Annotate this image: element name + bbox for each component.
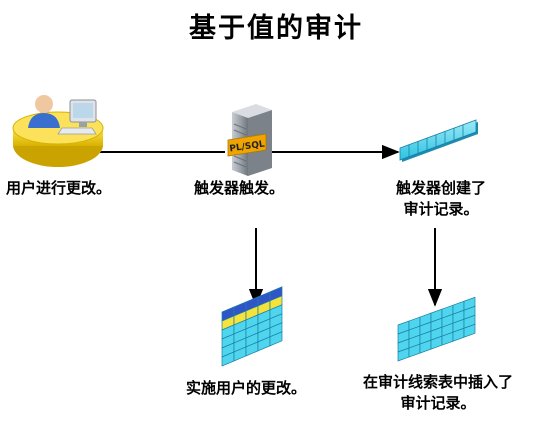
audit-record-strip-icon: [399, 119, 478, 162]
step-insert-line1: 在审计线索表中插入了: [362, 373, 513, 391]
table-cell: [463, 323, 476, 338]
audit-trail-table-icon: [397, 296, 476, 362]
step-trigger-fires-label: 触发器触发。: [194, 179, 285, 197]
step-trigger-creates-label: 触发器创建了 审计记录。: [385, 178, 497, 220]
plsql-badge-label: PL/SQL: [229, 140, 266, 155]
user-at-computer-icon: [12, 95, 104, 167]
step-insert-label: 在审计线索表中插入了 审计记录。: [352, 372, 524, 414]
step-insert-line2: 审计记录。: [400, 394, 476, 412]
step-trigger-creates-line1: 触发器创建了: [395, 179, 486, 197]
page-title: 基于值的审计: [189, 13, 363, 44]
data-table-icon: [221, 286, 283, 367]
plsql-server-icon: PL/SQL: [227, 104, 272, 176]
step-user-change-label: 用户进行更改。: [6, 179, 112, 197]
table-cell: [269, 331, 283, 347]
step-apply-change-label: 实施用户的更改。: [186, 379, 307, 397]
step-trigger-creates-line2: 审计记录。: [403, 200, 479, 218]
